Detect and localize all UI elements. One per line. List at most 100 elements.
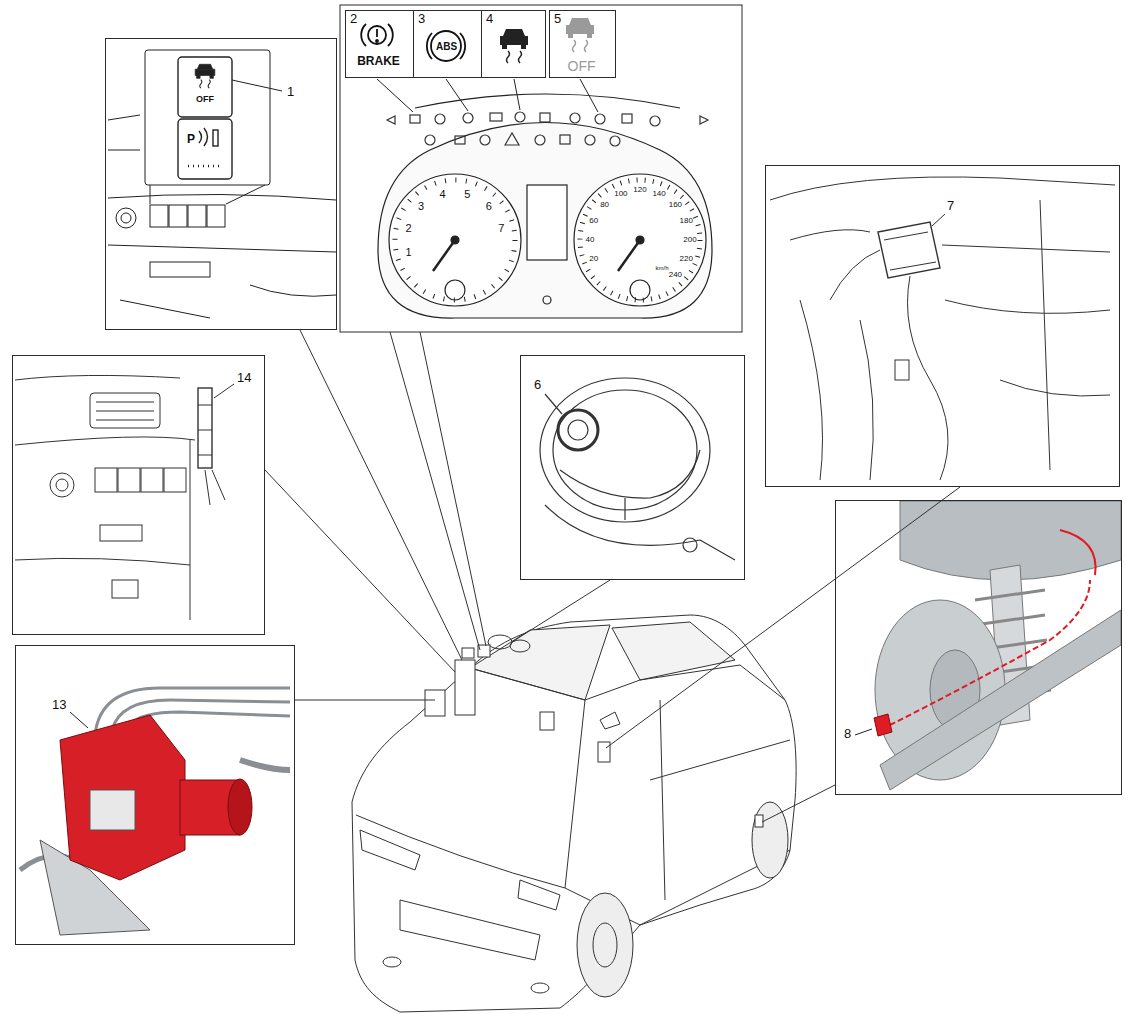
abs-unit-art bbox=[70, 712, 88, 728]
component-marker bbox=[478, 645, 490, 657]
inset-panel: 13 bbox=[15, 645, 295, 945]
gauge-number: 120 bbox=[633, 186, 646, 195]
callout-number: 6 bbox=[534, 378, 541, 393]
dashboard-panel-art bbox=[164, 468, 186, 492]
callout-number: 7 bbox=[947, 199, 954, 214]
gauge-number: 180 bbox=[680, 216, 693, 225]
dashboard-panel-art bbox=[50, 473, 74, 497]
car-outline bbox=[577, 893, 633, 997]
wheel-speed-sensor-art bbox=[874, 714, 892, 736]
brake-warning-icon bbox=[368, 26, 386, 44]
callout-number: 8 bbox=[844, 727, 851, 742]
switch-panel-art bbox=[145, 50, 270, 185]
indicator-inset: 2BRAKE bbox=[345, 10, 414, 78]
module-panel-art bbox=[800, 300, 823, 480]
wheel-speed-sensor-art bbox=[855, 501, 1121, 790]
gauge-number: 140 bbox=[652, 189, 665, 198]
abs-unit-art bbox=[90, 790, 135, 830]
warning-lamps bbox=[540, 113, 550, 122]
indicator-inset: 4 bbox=[481, 10, 546, 78]
pointer-line bbox=[377, 79, 598, 112]
callout-number: 2 bbox=[350, 12, 357, 27]
cluster-panel-frame bbox=[340, 5, 742, 332]
warning-lamps bbox=[387, 116, 708, 124]
leader-line bbox=[295, 700, 435, 701]
switch-panel-art bbox=[188, 165, 219, 168]
steering-wheel-art bbox=[560, 450, 700, 498]
component-marker bbox=[425, 690, 445, 716]
gauge-number: 6 bbox=[486, 200, 492, 212]
inset-panel: 1 bbox=[105, 38, 337, 330]
dashboard-panel-art bbox=[198, 405, 225, 505]
switch-label: P bbox=[187, 133, 195, 146]
leader-line bbox=[512, 580, 610, 642]
steering-wheel-art bbox=[683, 538, 697, 552]
gauge-number: 1 bbox=[406, 246, 412, 258]
warning-lamps bbox=[455, 136, 465, 144]
callout-number: 1 bbox=[287, 85, 294, 100]
warning-lamps bbox=[490, 113, 502, 121]
instrument-cluster bbox=[527, 185, 567, 260]
dashboard-panel-art bbox=[100, 525, 142, 541]
warning-lamps bbox=[535, 135, 545, 145]
inset-panel: 14 bbox=[12, 355, 265, 635]
dashboard-panel-art bbox=[198, 388, 212, 468]
instrument-cluster bbox=[378, 123, 712, 319]
switch-panel-art bbox=[199, 128, 208, 146]
car-outline bbox=[383, 957, 401, 967]
brake-warning-icon bbox=[376, 40, 378, 42]
car-outline bbox=[470, 625, 610, 700]
component-marker bbox=[462, 648, 474, 658]
inset-panel: 6 bbox=[520, 355, 745, 580]
gauge-number: 60 bbox=[589, 216, 598, 225]
traction-off-icon bbox=[566, 18, 594, 52]
switch-panel-art bbox=[108, 115, 140, 150]
brake-warning-icon bbox=[376, 29, 378, 37]
gauge-number: 20 bbox=[589, 255, 598, 264]
indicator-inset: 3ABS bbox=[413, 10, 482, 78]
brake-warning-icon bbox=[361, 24, 393, 46]
module-panel-art bbox=[908, 276, 949, 480]
dashboard-panel-art bbox=[90, 393, 160, 428]
switch-panel-art bbox=[150, 262, 210, 277]
car-outline bbox=[650, 700, 790, 900]
switch-panel-art bbox=[116, 208, 136, 228]
steering-wheel-art bbox=[553, 390, 697, 510]
module-panel-art bbox=[942, 245, 1110, 313]
dashboard-panel-art bbox=[15, 375, 180, 380]
instrument-cluster bbox=[433, 240, 455, 271]
traction-off-icon bbox=[566, 18, 594, 52]
gauge-unit: km/h bbox=[655, 265, 668, 272]
car-outline bbox=[600, 712, 620, 729]
leader-line bbox=[265, 330, 960, 822]
warning-lamps bbox=[425, 135, 435, 145]
pointer-line bbox=[580, 79, 598, 112]
wheel-speed-sensor-art bbox=[890, 580, 1090, 725]
steering-wheel-art bbox=[545, 394, 562, 414]
traction-control-icon bbox=[500, 29, 528, 63]
indicator-text: BRAKE bbox=[346, 55, 411, 69]
gauge-number: 7 bbox=[498, 222, 504, 234]
warning-lamps bbox=[463, 113, 473, 123]
switch-panel-art bbox=[188, 205, 206, 227]
module-panel-art bbox=[790, 230, 870, 240]
callout-number: 14 bbox=[237, 371, 251, 386]
abs-unit-art bbox=[228, 779, 252, 835]
module-panel-art bbox=[830, 250, 880, 300]
car-outline bbox=[352, 615, 796, 1012]
component-marker bbox=[455, 660, 475, 715]
module-panel-art bbox=[770, 177, 1115, 200]
callout-number: 5 bbox=[554, 12, 561, 27]
abs-unit-art bbox=[240, 760, 290, 770]
abs-unit-art bbox=[20, 688, 290, 935]
car-outline bbox=[488, 635, 512, 649]
component-marker bbox=[755, 815, 763, 827]
switch-panel-art bbox=[108, 245, 336, 252]
switch-panel-art bbox=[178, 57, 232, 117]
dashboard-panel-art bbox=[56, 479, 68, 491]
warning-lamps bbox=[650, 116, 660, 126]
indicator-text: OFF bbox=[550, 58, 613, 74]
callout-number: 4 bbox=[486, 12, 493, 27]
steering-wheel-art bbox=[540, 378, 710, 522]
indicator-text: ABS bbox=[414, 41, 479, 53]
